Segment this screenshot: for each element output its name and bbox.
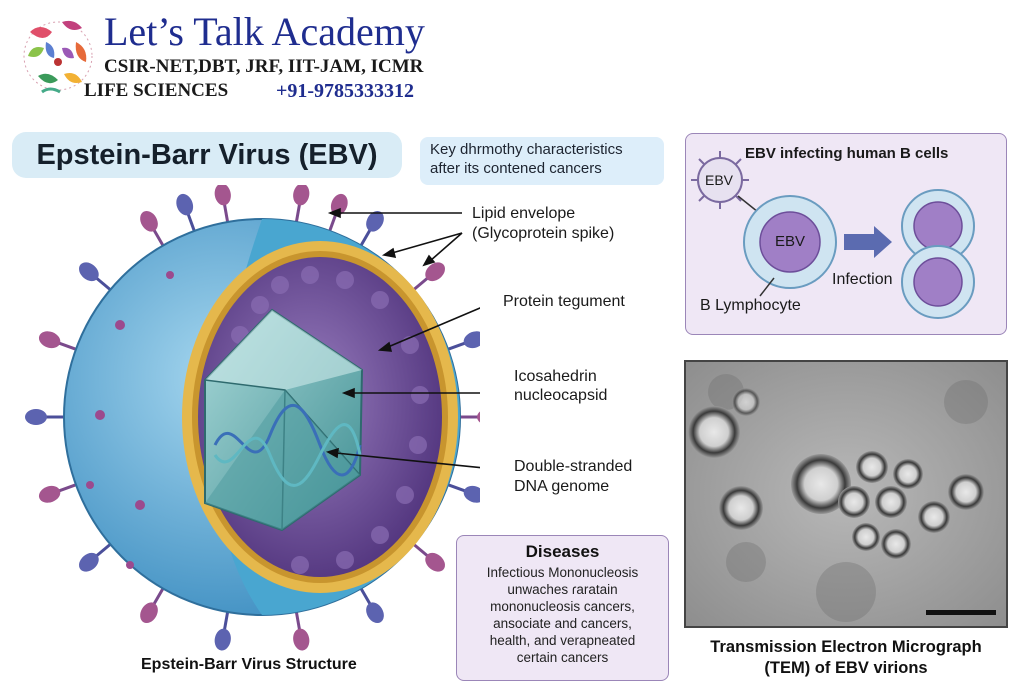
infection-diagram xyxy=(691,151,975,319)
tem-micrograph xyxy=(684,360,1008,628)
brand-name: Let’s Talk Academy xyxy=(104,9,425,54)
scale-bar xyxy=(926,610,996,615)
disease-line: unwaches ɾaratain xyxy=(507,582,618,597)
structure-caption: Epstein-Barr Virus Structure xyxy=(141,656,357,673)
key-note-line-1: Key dhrmothy characteristics xyxy=(430,141,623,158)
disease-line: health, and verapneated xyxy=(489,633,636,648)
ebv-structure-illustration xyxy=(23,185,480,654)
label-glycoprotein-spike: (Glycoprotein spike) xyxy=(472,225,615,242)
infection-panel-title: EBV infecting human B cells xyxy=(745,145,949,162)
key-note-line-2: after its contened cancers xyxy=(430,160,602,177)
label-lipid-envelope: Lipid envelope xyxy=(472,205,576,222)
label-protein-tegument: Protein tegument xyxy=(503,293,625,310)
label-capsid-1: Icosahedrin xyxy=(514,368,597,385)
label-dna-2: DNA genome xyxy=(514,478,610,495)
infection-arrow-label: Infection xyxy=(832,271,893,288)
cell-nucleus-label: EBV xyxy=(775,233,806,250)
disease-line: certain cancers xyxy=(516,650,609,665)
academy-logo xyxy=(23,20,93,94)
brand-subject: LIFE SCIENCES xyxy=(84,80,229,101)
brand-exams: CSIR-NET,DBT, JRF, IIT-JAM, ICMR xyxy=(104,56,424,77)
disease-line: ansociate and cancers, xyxy=(493,616,632,631)
b-lymphocyte-label: B Lymphocyte xyxy=(700,297,801,314)
virus-label: EBV xyxy=(705,172,734,188)
disease-line: Infectious Mononucleosis xyxy=(486,565,639,580)
page-title: Epstein-Barr Virus (EBV) xyxy=(12,132,402,178)
tem-image xyxy=(686,362,1006,626)
tem-caption-line-2: (TEM) of EBV virions xyxy=(764,659,928,677)
label-dna-1: Double-stranded xyxy=(514,458,633,475)
disease-line: mononucleosis cancers, xyxy=(490,599,635,614)
tem-caption: Transmission Electron Micrograph (TEM) o… xyxy=(684,637,1008,679)
key-note-box: Key dhrmothy characteristics after its c… xyxy=(420,137,664,185)
label-capsid-2: nucleocapsid xyxy=(514,387,608,404)
brand-phone: +91-9785333312 xyxy=(276,80,415,102)
diseases-box: Diseases Infectious Mononucleosis unwach… xyxy=(456,535,669,681)
tem-caption-line-1: Transmission Electron Micrograph xyxy=(710,638,982,656)
diseases-title: Diseases xyxy=(525,542,600,561)
